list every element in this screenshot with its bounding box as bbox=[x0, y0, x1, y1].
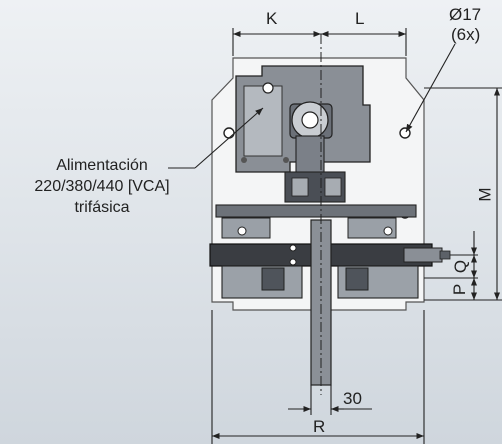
power-supply-callout: Alimentación 220/380/440 [VCA] trifásica bbox=[4, 155, 200, 218]
dim-label-m: M bbox=[475, 187, 495, 202]
dimension-line-m bbox=[424, 87, 502, 301]
callout-leader bbox=[168, 107, 264, 169]
dim-label-quantity: (6x) bbox=[451, 25, 481, 44]
dim-label-shaft: 30 bbox=[343, 389, 362, 408]
dim-label-p: P bbox=[450, 283, 470, 296]
callout-line-2: 220/380/440 [VCA] bbox=[34, 178, 170, 195]
output-shaft bbox=[310, 34, 332, 395]
callout-line-1: Alimentación bbox=[56, 157, 148, 174]
dim-label-diameter: Ø17 bbox=[449, 5, 482, 24]
dim-label-k: K bbox=[266, 9, 278, 28]
dimension-line-r bbox=[211, 310, 425, 444]
dim-label-r: R bbox=[313, 417, 326, 436]
callout-line-3: trifásica bbox=[74, 199, 130, 216]
dimension-lines-qp bbox=[424, 231, 478, 300]
dim-label-q: Q bbox=[451, 259, 471, 274]
dimension-lines-top bbox=[232, 28, 407, 56]
bearing-blocks bbox=[221, 265, 419, 299]
dim-label-l: L bbox=[355, 9, 365, 28]
upper-crossbar bbox=[215, 204, 417, 239]
dimension-line-shaft bbox=[288, 385, 372, 415]
